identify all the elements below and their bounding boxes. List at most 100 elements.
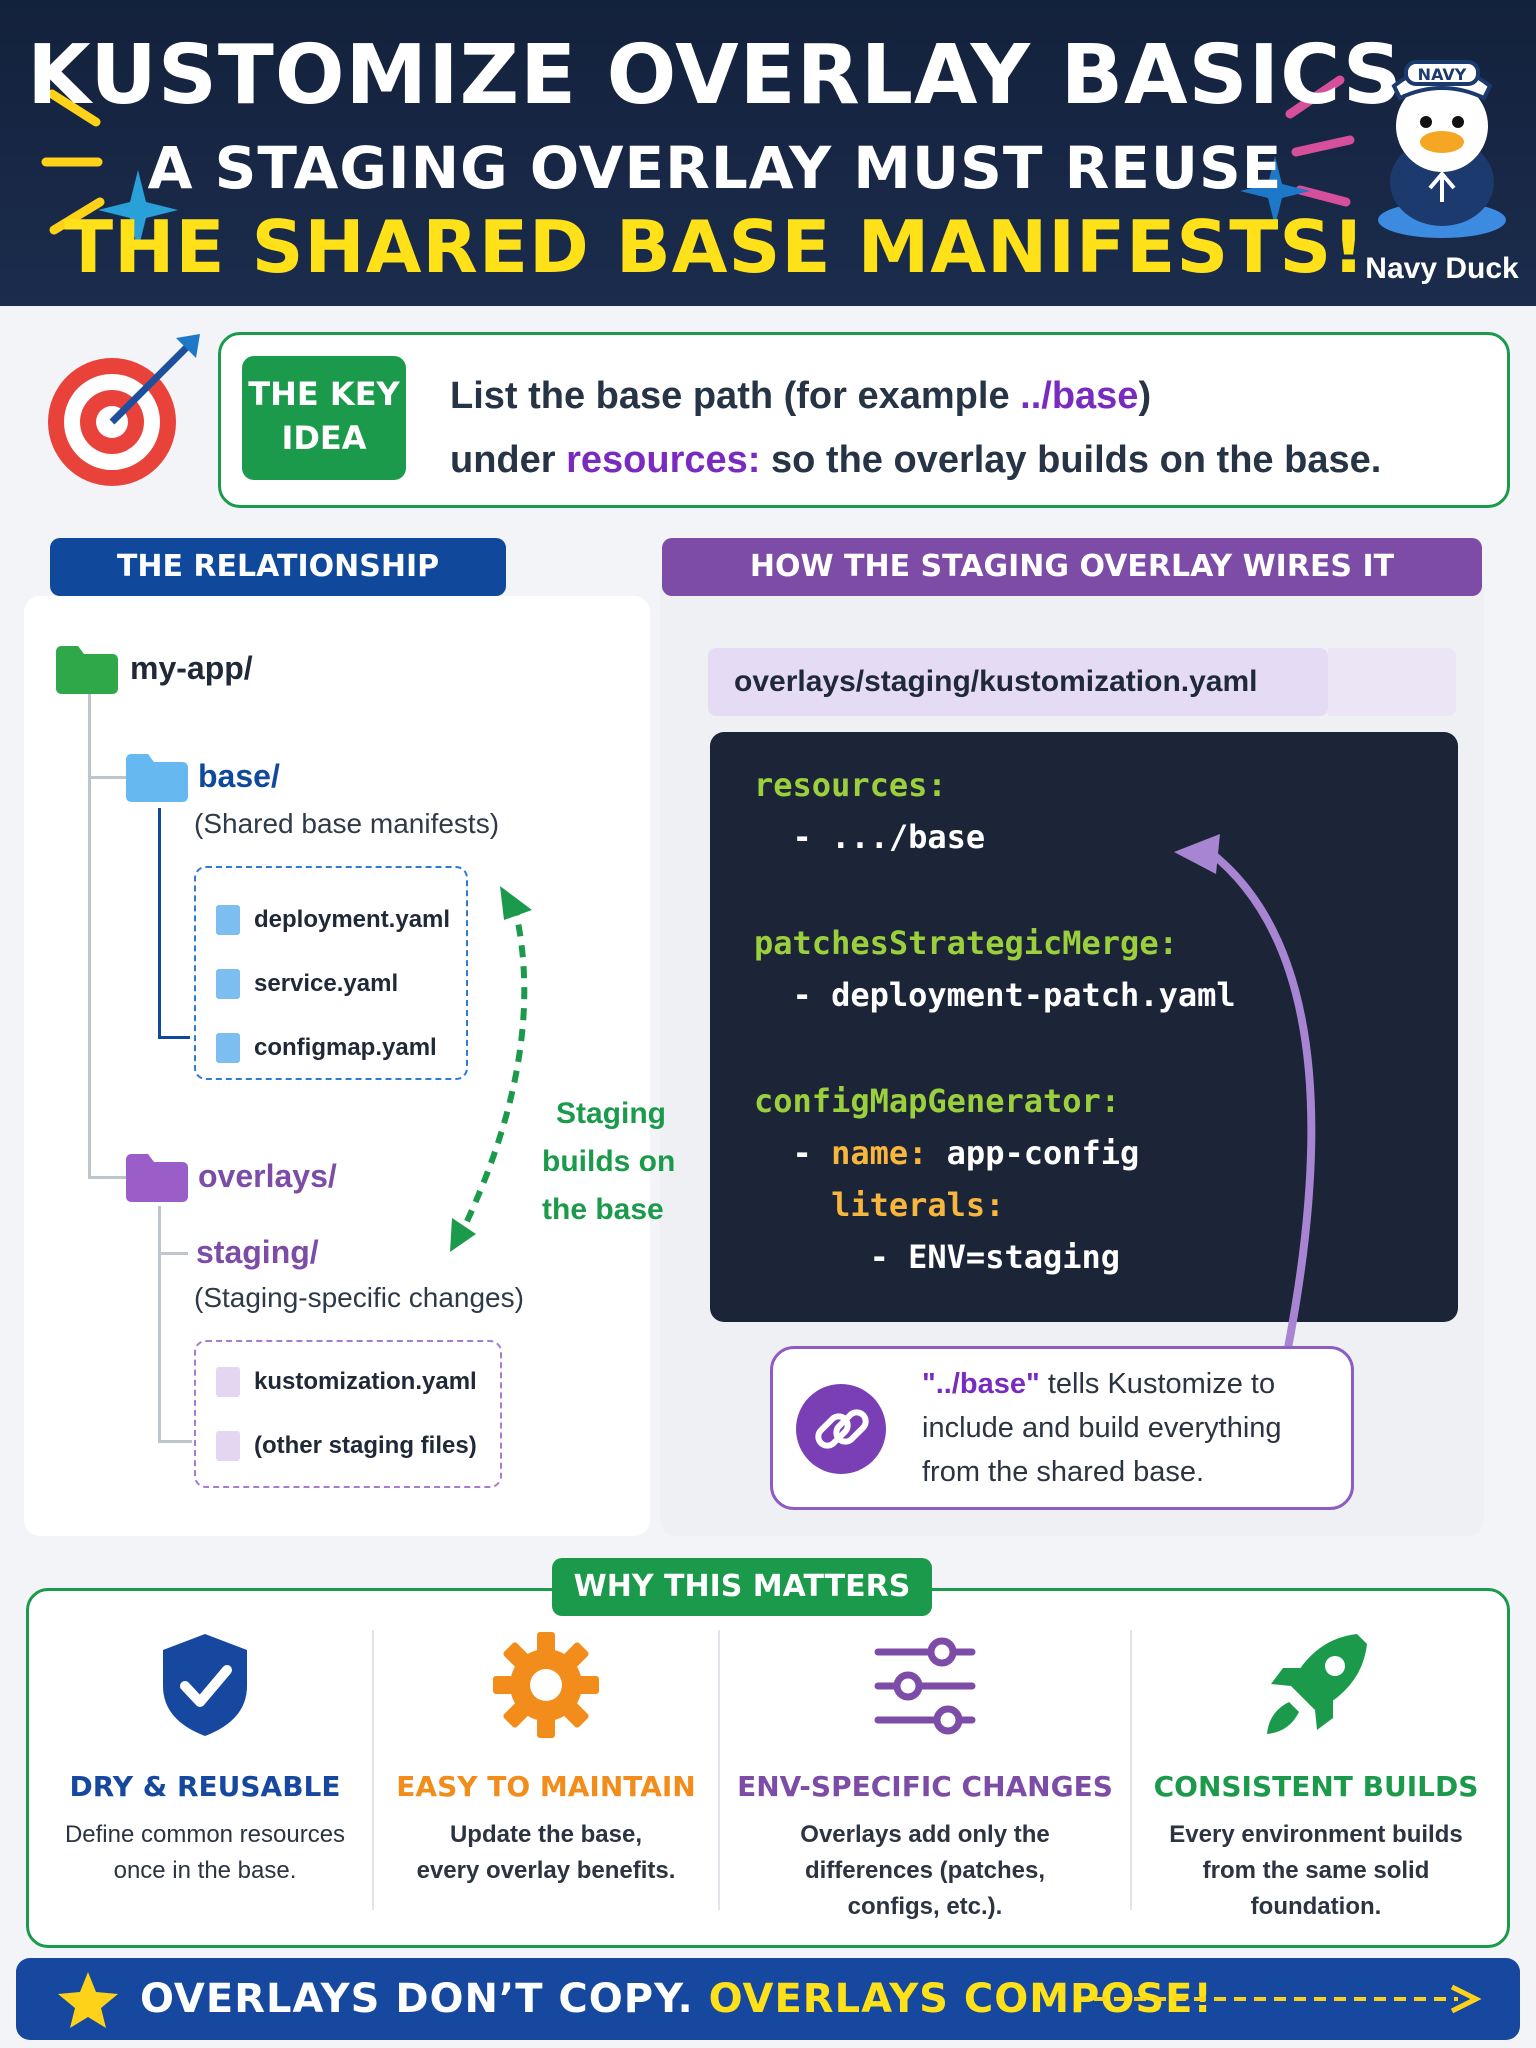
footer-text-a: OVERLAYS DON’T COPY. xyxy=(140,1976,709,2022)
why-item-maintain: EASY TO MAINTAIN Update the base, every … xyxy=(376,1630,716,1889)
arrow-label-line-2: the base xyxy=(542,1193,664,1226)
relationship-heading: THE RELATIONSHIP xyxy=(50,538,506,596)
rocket-icon xyxy=(1267,1634,1367,1734)
file-tab-extension xyxy=(1328,648,1456,716)
tree-line-staging-files-end xyxy=(158,1440,192,1443)
root-folder-label: my-app/ xyxy=(130,650,253,686)
callout-text-b: include and build everything xyxy=(922,1412,1282,1444)
base-file-name: service.yaml xyxy=(254,970,399,997)
arrow-label-line-1: builds on xyxy=(542,1145,676,1178)
relationship-panel xyxy=(24,596,650,1536)
overlays-folder-label: overlays/ xyxy=(198,1158,337,1194)
root-folder-icon xyxy=(56,646,118,694)
base-folder-icon xyxy=(126,754,188,802)
key-text-resources: resources: xyxy=(566,439,761,481)
key-text-path: ../base xyxy=(1020,375,1139,417)
key-idea-box xyxy=(218,332,1510,508)
tree-line-base xyxy=(88,776,128,779)
staging-folder-desc: (Staging-specific changes) xyxy=(194,1282,524,1313)
key-idea-badge-line-2: IDEA xyxy=(281,419,367,457)
star-left-icon xyxy=(98,170,178,250)
base-file-list: deployment.yaml service.yaml configmap.y… xyxy=(216,888,450,1080)
staging-file-list: kustomization.yaml (other staging files) xyxy=(216,1350,477,1478)
why-desc-env-2: differences (patches, xyxy=(804,1857,1046,1884)
why-divider-2 xyxy=(718,1630,720,1910)
footer-banner xyxy=(16,1958,1520,2040)
code-cmg-key: configMapGenerator: xyxy=(754,1082,1121,1120)
code-name-key: name: xyxy=(831,1134,928,1172)
code-block xyxy=(710,732,1458,1322)
why-box xyxy=(26,1588,1510,1948)
star-icon xyxy=(58,1972,118,2028)
why-item-env: ENV-SPECIFIC CHANGES Overlays add only t… xyxy=(722,1630,1128,1925)
code-name-dash: - xyxy=(754,1134,832,1172)
sparkle-right-icon xyxy=(1285,75,1355,207)
navy-duck-mascot-icon: NAVY xyxy=(1378,60,1506,238)
mascot-label: Navy Duck xyxy=(1365,252,1519,285)
base-files-box xyxy=(194,866,468,1080)
why-heading: WHY THIS MATTERS xyxy=(552,1558,932,1616)
file-icon xyxy=(216,969,240,999)
why-desc-maintain-2: every overlay benefits. xyxy=(416,1857,676,1884)
staging-file-name: (other staging files) xyxy=(254,1432,477,1459)
header-banner xyxy=(0,0,1536,306)
staging-builds-arrow-icon xyxy=(450,886,532,1252)
sparkle-left-icon xyxy=(41,89,105,235)
why-item-consistent: CONSISTENT BUILDS Every environment buil… xyxy=(1134,1630,1498,1925)
code-patches-key: patchesStrategicMerge: xyxy=(754,924,1178,962)
arrow-label: Staging builds on the base xyxy=(542,1090,675,1234)
file-icon xyxy=(216,1033,240,1063)
title-line-1: KUSTOMIZE OVERLAY BASICS xyxy=(27,28,1403,123)
why-desc-consistent-3: foundation. xyxy=(1250,1893,1382,1920)
why-desc-consistent-2: from the same solid xyxy=(1202,1857,1430,1884)
tree-line-root xyxy=(88,688,91,1178)
arrow-label-line-0: Staging xyxy=(556,1097,666,1130)
title-line-3: THE SHARED BASE MANIFESTS! xyxy=(63,205,1367,289)
key-text-b: ) xyxy=(1138,375,1152,417)
why-divider-1 xyxy=(372,1630,374,1910)
why-desc-env-3: configs, etc.). xyxy=(847,1893,1003,1920)
code-resources-key: resources: xyxy=(754,766,947,804)
callout-arrow-icon xyxy=(1174,834,1316,1349)
callout-text-c: from the shared base. xyxy=(922,1456,1205,1488)
star-right-icon xyxy=(1240,156,1310,226)
title-line-2: A STAGING OVERLAY MUST REUSE xyxy=(147,134,1283,202)
sliders-icon xyxy=(874,1637,976,1735)
staging-folder-label: staging/ xyxy=(196,1234,319,1270)
footer-text: OVERLAYS DON’T COPY. OVERLAYS COMPOSE! xyxy=(140,1976,1213,2022)
tree-line-overlays xyxy=(88,1176,128,1179)
callout-path: "../base" xyxy=(922,1368,1040,1400)
mascot-hat-label: NAVY xyxy=(1418,65,1467,84)
key-text-d: so the overlay builds on the base. xyxy=(760,439,1382,481)
why-desc-env-1: Overlays add only the xyxy=(800,1821,1050,1848)
base-file-name: deployment.yaml xyxy=(254,906,451,933)
file-icon xyxy=(216,905,240,935)
footer-arrow-icon xyxy=(1094,1984,1482,2014)
base-folder-label: base/ xyxy=(198,758,280,794)
file-icon xyxy=(216,1367,240,1397)
why-title-dry: DRY & REUSABLE xyxy=(69,1770,341,1803)
gear-icon xyxy=(493,1632,599,1738)
link-icon xyxy=(815,1409,869,1449)
key-idea-badge: THE KEY IDEA xyxy=(242,356,406,480)
staging-file-item-0: kustomization.yaml xyxy=(216,1350,477,1414)
callout-text-a: tells Kustomize to xyxy=(1039,1368,1276,1400)
callout-text: "../base" tells Kustomize to include and… xyxy=(922,1362,1342,1494)
code-resources-item: - .../base xyxy=(754,818,986,856)
code-literals-key: literals: xyxy=(754,1186,1005,1224)
why-desc-maintain-1: Update the base, xyxy=(449,1821,643,1848)
code-literals-item: - ENV=staging xyxy=(754,1238,1121,1276)
why-divider-3 xyxy=(1130,1630,1132,1910)
key-text-a: List the base path (for example xyxy=(450,375,1021,417)
why-title-maintain: EASY TO MAINTAIN xyxy=(396,1770,696,1803)
footer-text-b: OVERLAYS COMPOSE! xyxy=(708,1976,1213,2022)
why-title-env: ENV-SPECIFIC CHANGES xyxy=(737,1770,1113,1803)
why-title-consistent: CONSISTENT BUILDS xyxy=(1153,1770,1479,1803)
tree-line-base-files xyxy=(158,808,161,1038)
key-idea-badge-line-1: THE KEY xyxy=(248,375,400,413)
code-name-line: - name: app-config xyxy=(754,1134,1140,1172)
base-file-item-2: configmap.yaml xyxy=(216,1016,450,1080)
staging-file-name: kustomization.yaml xyxy=(254,1368,477,1395)
base-file-item-0: deployment.yaml xyxy=(216,888,450,952)
shield-check-icon xyxy=(163,1634,247,1736)
